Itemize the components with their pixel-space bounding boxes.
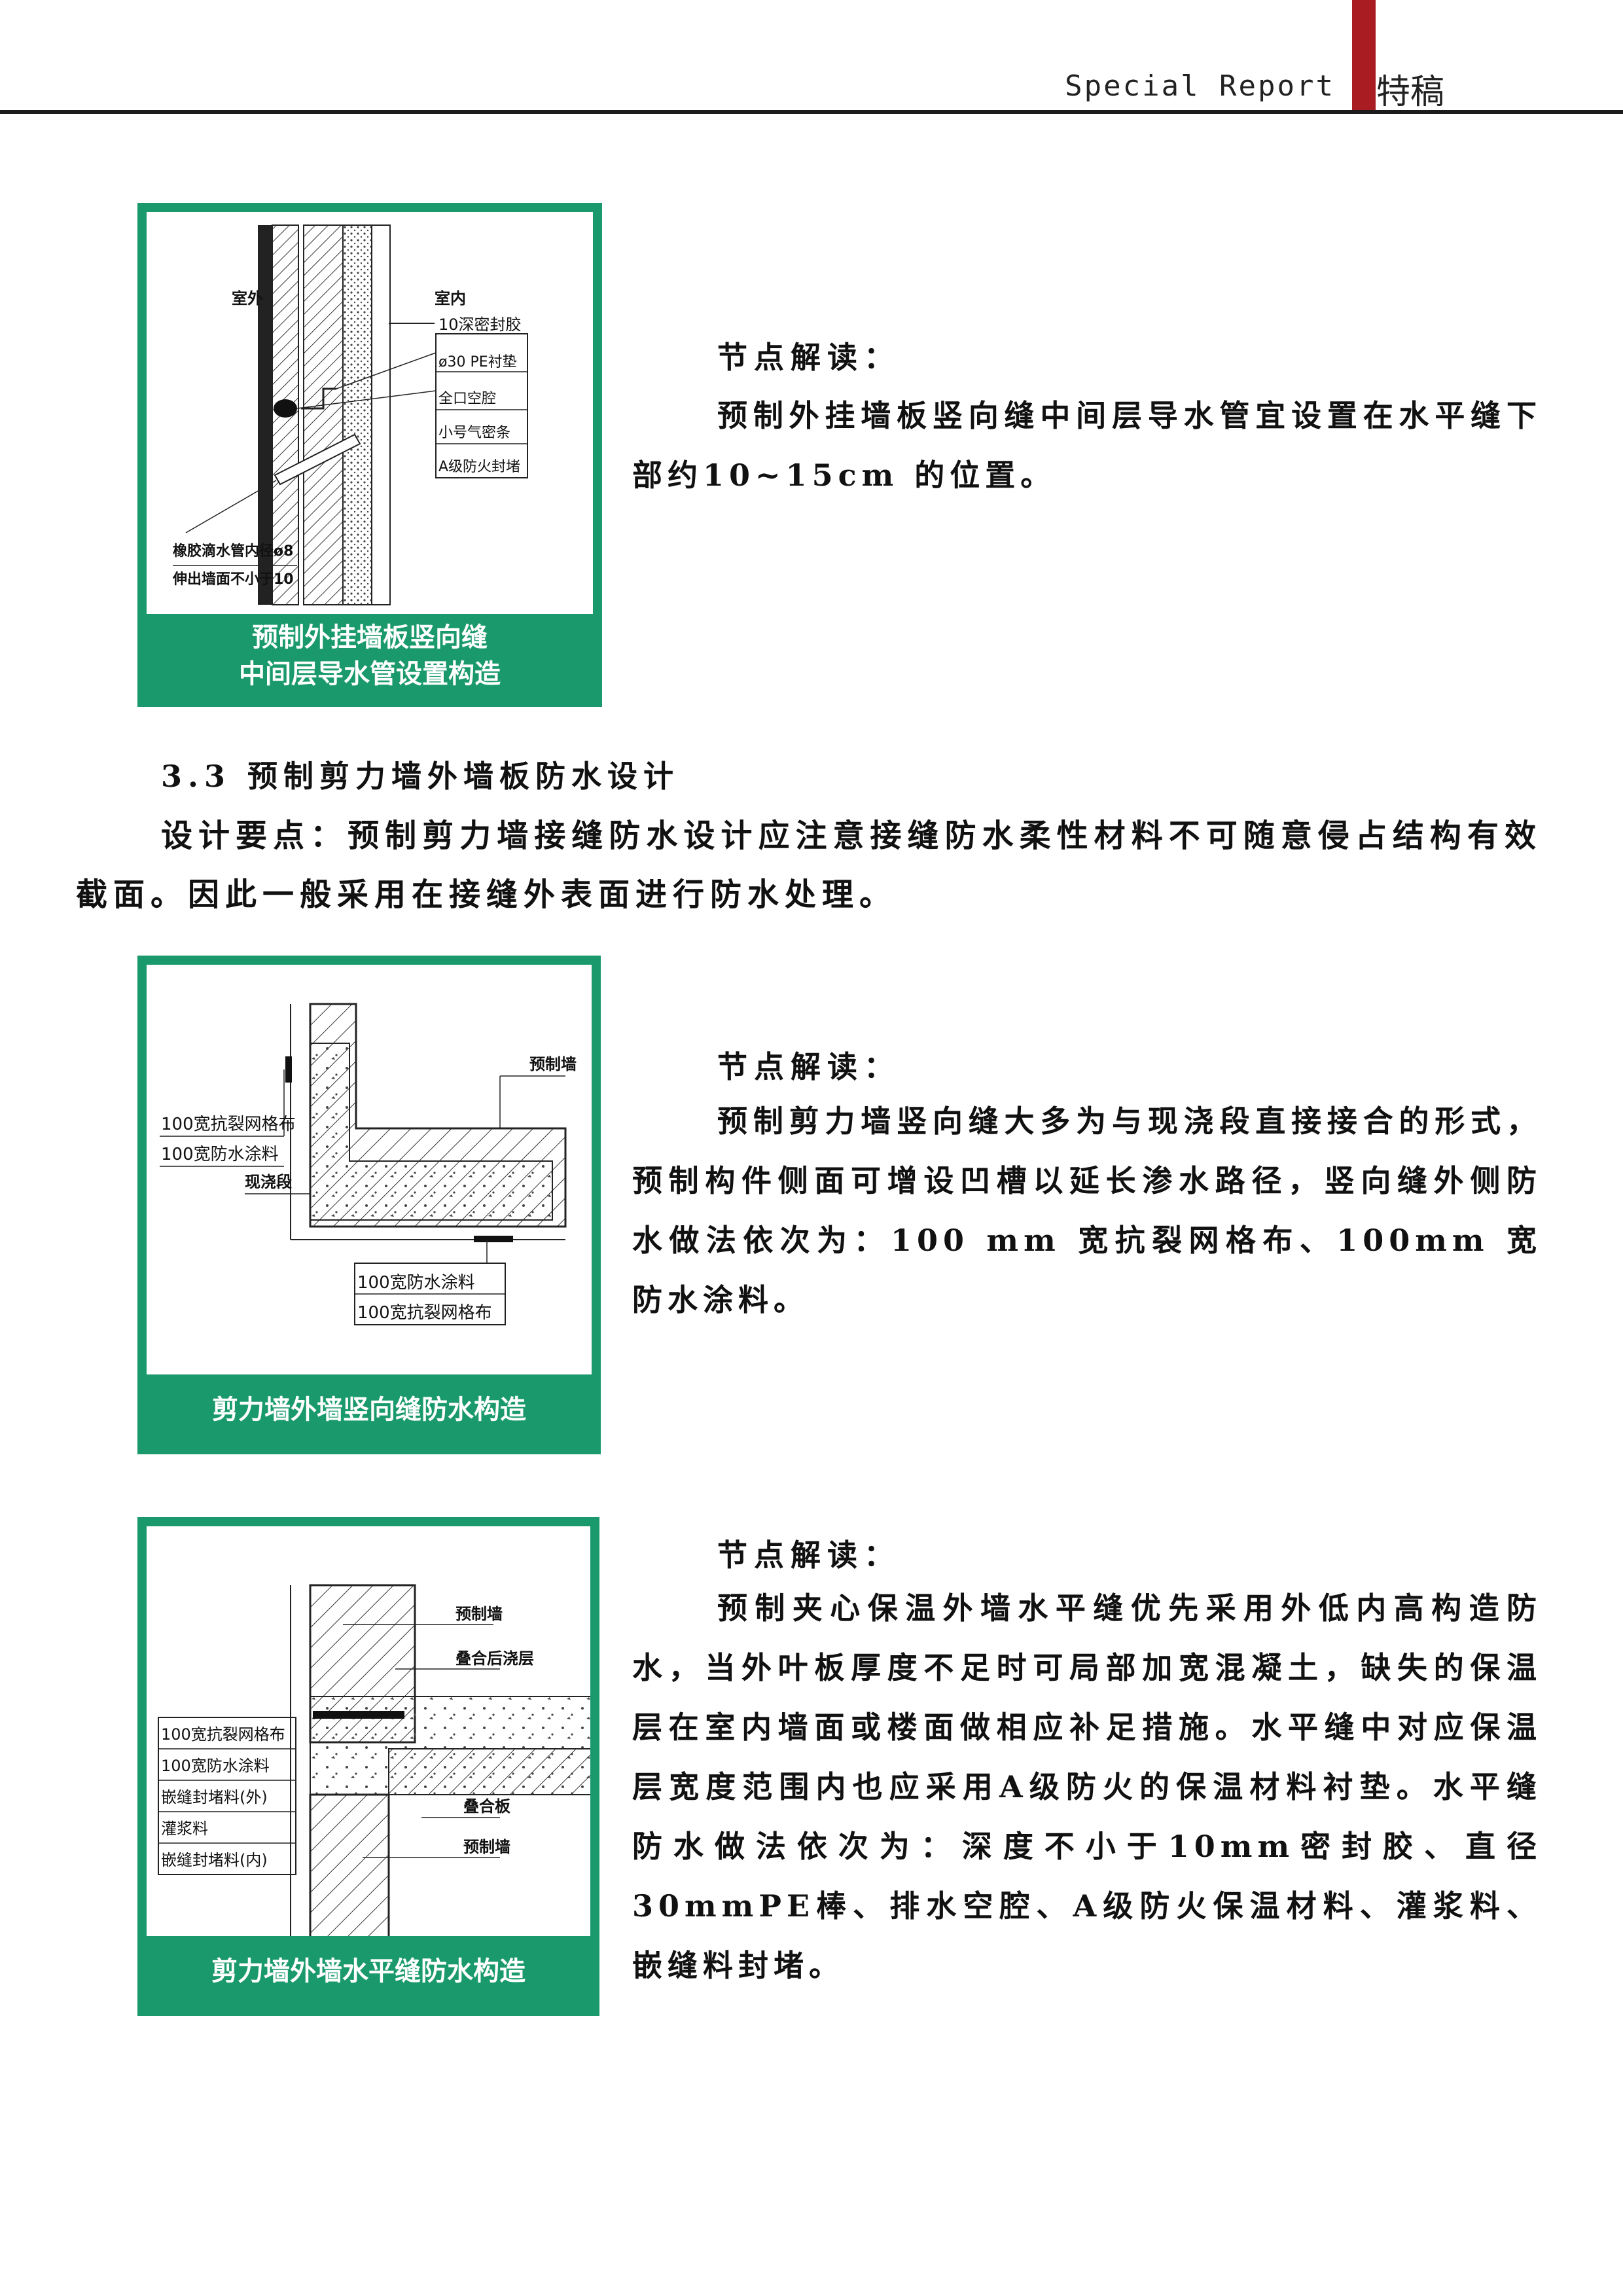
label-indoor: 室内 <box>435 289 466 308</box>
label-outdoor: 室外 <box>232 289 263 308</box>
figure-vertical-joint-caption: 剪力墙外墙竖向缝防水构造 <box>147 1374 592 1445</box>
composite-slab <box>388 1748 590 1795</box>
label-seal-out: 嵌缝封堵料(外) <box>161 1788 268 1806</box>
header-accent-bar <box>1352 0 1376 113</box>
pe-rod <box>274 399 297 418</box>
label-topping: 叠合后浇层 <box>455 1649 534 1668</box>
figure-vertical-joint-drawing: 预制墙 100宽抗裂网格布 100宽防水涂料 现浇段 100宽防水涂料 100宽… <box>160 1003 577 1325</box>
figure-horizontal-joint-drawing: 预制墙 叠合后浇层 100宽抗裂网格布 100宽防水涂料 嵌缝封堵料(外) 灌浆… <box>158 1584 590 1945</box>
label-fireproof: A级防火封堵 <box>438 459 520 475</box>
section-paragraph: 设计要点：预制剪力墙接缝防水设计应注意接缝防水柔性材料不可随意侵占结构有效截面。… <box>76 817 1542 913</box>
label-cast-section: 现浇段 <box>245 1173 292 1191</box>
caption-line-1: 预制外挂墙板竖向缝 <box>252 622 488 653</box>
note3-body: 预制夹心保温外墙水平缝优先采用外低内高构造防水，当外叶板厚度不足时可局部加宽混凝… <box>632 1590 1542 1983</box>
label-pipe-line1: 橡胶滴水管内径ø8 <box>173 543 293 560</box>
label-slab: 叠合板 <box>463 1797 511 1816</box>
label-pe-rod: ø30 PE衬垫 <box>438 354 517 370</box>
note2-title: 节点解读： <box>717 1049 901 1085</box>
label-seal-in: 嵌缝封堵料(内) <box>161 1851 268 1869</box>
header-rule <box>0 110 1623 114</box>
label-precast-wall-bottom: 预制墙 <box>463 1838 510 1856</box>
drain-pipe <box>274 433 361 486</box>
lower-precast-wall <box>309 1793 390 1940</box>
label-coat: 100宽防水涂料 <box>161 1757 270 1775</box>
figure-drainage-pipe: 室外 室内 10深密封胶 ø30 PE衬垫 全口空腔 小号气密条 A级防火封堵 … <box>137 203 602 707</box>
figure-horizontal-joint: 预制墙 叠合后浇层 100宽抗裂网格布 100宽防水涂料 嵌缝封堵料(外) 灌浆… <box>137 1517 599 2016</box>
inner-finish <box>371 224 391 605</box>
label-mesh: 100宽抗裂网格布 <box>161 1725 285 1744</box>
note1-title: 节点解读： <box>717 340 901 375</box>
label-mesh-bottom: 100宽抗裂网格布 <box>357 1303 492 1323</box>
note2-body: 预制剪力墙竖向缝大多为与现浇段直接接合的形式，预制构件侧面可增设凹槽以延长渗水路… <box>632 1103 1542 1318</box>
outer-leaf-black <box>258 225 272 605</box>
label-precast-wall: 预制墙 <box>529 1055 577 1073</box>
label-pipe-line2: 伸出墙面不小于10 <box>172 571 294 588</box>
label-sealant: 10深密封胶 <box>438 315 522 334</box>
section-heading: 3.3 预制剪力墙外墙板防水设计 <box>161 759 680 794</box>
header-chinese-title: 特稿 <box>1376 73 1445 112</box>
label-cavity: 全口空腔 <box>438 391 496 407</box>
label-mesh-top: 100宽抗裂网格布 <box>161 1115 296 1134</box>
label-small-seal: 小号气密条 <box>438 425 510 441</box>
label-grout: 灌浆料 <box>161 1820 208 1838</box>
label-coat-top: 100宽防水涂料 <box>161 1145 279 1164</box>
caption-line-2: 中间层导水管设置构造 <box>239 659 501 689</box>
inner-leaf <box>342 224 372 605</box>
figure-vertical-joint: 预制墙 100宽抗裂网格布 100宽防水涂料 现浇段 100宽防水涂料 100宽… <box>137 956 601 1454</box>
insulation-layer <box>303 224 344 605</box>
figure-drainage-pipe-caption: 预制外挂墙板竖向缝 中间层导水管设置构造 <box>147 614 593 698</box>
label-precast-wall-top: 预制墙 <box>455 1605 503 1623</box>
label-coat-bottom: 100宽防水涂料 <box>357 1273 475 1293</box>
figure-horizontal-joint-caption: 剪力墙外墙水平缝防水构造 <box>147 1936 590 2007</box>
header-english-title: Special Report <box>1065 69 1335 103</box>
cast-in-place-section <box>310 1043 553 1221</box>
note1-body: 预制外挂墙板竖向缝中间层导水管宜设置在水平缝下部约10~15cm 的位置。 <box>632 398 1542 493</box>
note3-title: 节点解读： <box>717 1537 901 1573</box>
figure-drainage-pipe-drawing: 室外 室内 10深密封胶 ø30 PE衬垫 全口空腔 小号气密条 A级防火封堵 … <box>172 224 528 605</box>
